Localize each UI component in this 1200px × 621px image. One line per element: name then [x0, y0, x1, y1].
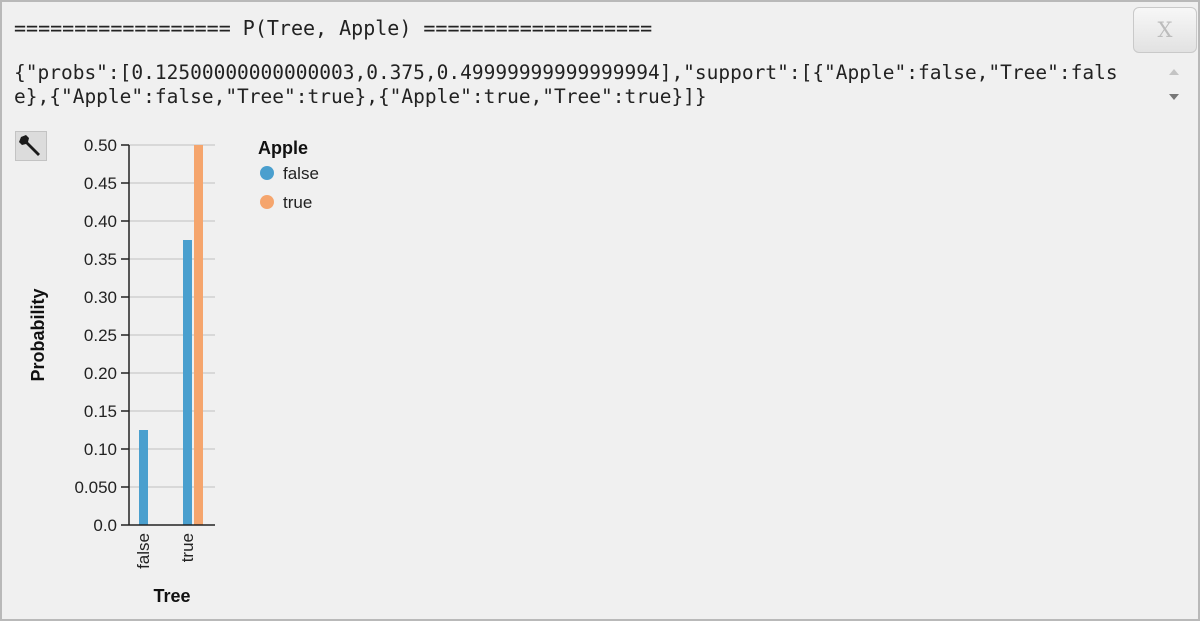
x-tick-label: true: [178, 533, 197, 562]
bars: [139, 145, 203, 525]
distribution-title: ================== P(Tree, Apple) ======…: [14, 16, 653, 40]
legend-label: true: [283, 193, 312, 212]
legend: false true: [260, 164, 319, 212]
y-tick-label: 0.30: [84, 288, 117, 307]
y-axis-title: Probability: [28, 288, 48, 381]
output-scrollbar[interactable]: [1165, 63, 1185, 111]
y-tick-label: 0.10: [84, 440, 117, 459]
y-tick-label: 0.45: [84, 174, 117, 193]
y-tick-label: 0.35: [84, 250, 117, 269]
scroll-up-arrow-icon[interactable]: [1169, 69, 1179, 75]
y-tick-label: 0.40: [84, 212, 117, 231]
y-tick-label: 0.15: [84, 402, 117, 421]
wrench-icon: [19, 135, 40, 156]
y-tick-label: 0.20: [84, 364, 117, 383]
x-axis-title: Tree: [153, 586, 190, 606]
y-tick-label: 0.050: [74, 478, 117, 497]
y-tick-label: 0.50: [84, 136, 117, 155]
output-text: {"probs":[0.12500000000000003,0.375,0.49…: [14, 61, 1118, 108]
legend-label: false: [283, 164, 319, 183]
bar-true-true: [194, 145, 203, 525]
axes: 0.0 0.050 0.10 0.15 0.20 0.25 0.30 0.35 0.40 0.45…: [74, 136, 215, 569]
close-button[interactable]: X: [1133, 7, 1197, 53]
bar-false-false: [139, 430, 148, 525]
x-tick-label: false: [134, 533, 153, 569]
y-tick-label: 0.0: [93, 516, 117, 535]
scroll-down-arrow-icon[interactable]: [1169, 94, 1179, 100]
bar-true-false: [183, 240, 192, 525]
settings-button[interactable]: [15, 131, 47, 161]
y-tick-label: 0.25: [84, 326, 117, 345]
legend-swatch: [260, 195, 274, 209]
legend-swatch: [260, 166, 274, 180]
legend-title: Apple: [258, 138, 308, 158]
